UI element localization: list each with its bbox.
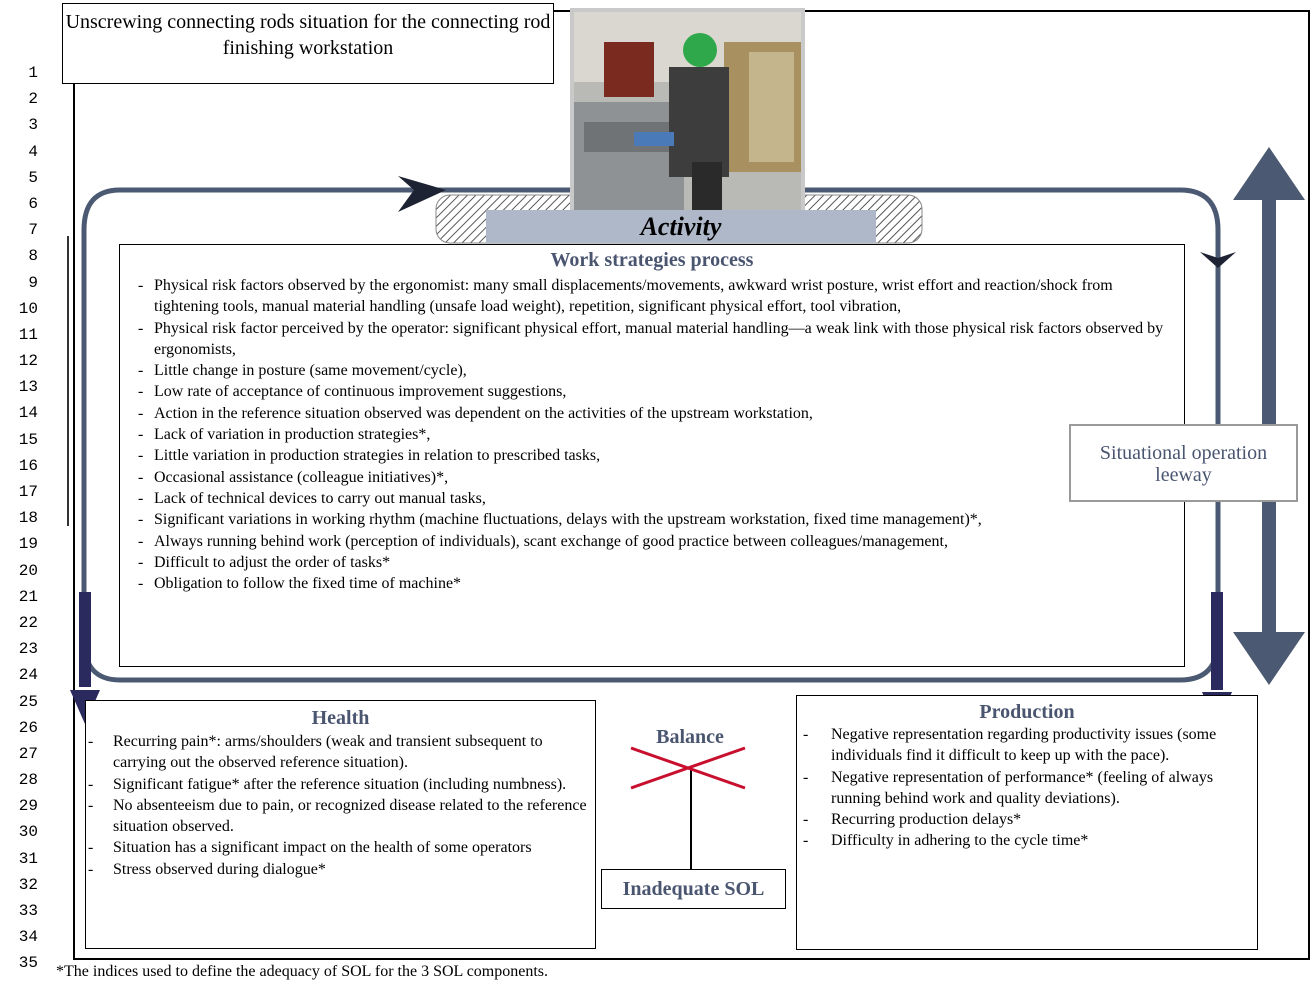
production-list-item: Recurring production delays* <box>803 809 1253 831</box>
health-box: Health Recurring pain*: arms/shoulders (… <box>85 700 596 949</box>
line-number: 17 <box>18 483 38 501</box>
strategies-list-item: Always running behind work (perception o… <box>138 531 1178 553</box>
line-number: 5 <box>28 168 38 187</box>
leeway-double-arrow-shaft <box>1262 196 1276 646</box>
line-number: 18 <box>18 509 38 528</box>
work-strategies-list: Physical risk factors observed by the er… <box>138 275 1178 595</box>
activity-loop <box>81 187 1221 683</box>
production-box: Production Negative representation regar… <box>796 695 1258 950</box>
health-list-item: Stress observed during dialogue* <box>88 859 593 881</box>
loop-arrowhead-right <box>1200 252 1236 268</box>
footnote: *The indices used to define the adequacy… <box>56 963 549 980</box>
line-number: 13 <box>18 378 38 397</box>
line-number: 22 <box>18 613 38 632</box>
balance-cross-b <box>630 746 746 790</box>
situational-leeway-label: Situational operation leeway <box>1099 442 1268 486</box>
line-number: 29 <box>18 797 38 816</box>
strategies-list-item: Lack of technical devices to carry out m… <box>138 488 1178 510</box>
work-strategies-title: Work strategies process <box>550 249 754 271</box>
health-list-item: Recurring pain*: arms/shoulders (weak an… <box>88 731 593 774</box>
line-number: 16 <box>18 456 38 475</box>
work-strategies-box: Work strategies process Physical risk fa… <box>119 244 1185 667</box>
line-number: 30 <box>18 823 38 842</box>
health-list: Recurring pain*: arms/shoulders (weak an… <box>88 731 593 880</box>
line-number: 35 <box>18 954 38 973</box>
strategies-list-item: Little variation in production strategie… <box>138 445 1178 467</box>
line-number: 6 <box>28 194 38 213</box>
line-number: 21 <box>18 587 38 606</box>
line-number: 33 <box>18 902 38 920</box>
production-list-item: Difficulty in adhering to the cycle time… <box>803 830 1253 852</box>
strategies-list-item: Significant variations in working rhythm… <box>138 509 1178 531</box>
strategies-list-item: Little change in posture (same movement/… <box>138 360 1178 382</box>
loop-arrowhead-top <box>398 176 446 212</box>
situational-leeway-box: Situational operation leeway <box>1069 424 1298 502</box>
line-number: 20 <box>18 561 38 580</box>
line-number: 12 <box>18 352 38 371</box>
line-number: 9 <box>28 273 38 292</box>
line-number: 1 <box>28 64 38 82</box>
strategies-list-item: Lack of variation in production strategi… <box>138 424 1178 446</box>
activity-label: Activity <box>486 210 876 243</box>
line-number: 24 <box>18 666 38 685</box>
line-number: 14 <box>18 404 38 423</box>
inadequate-sol-label: Inadequate SOL <box>622 878 765 900</box>
line-number: 4 <box>28 142 38 161</box>
line-number: 3 <box>28 116 38 135</box>
line-number: 27 <box>18 744 38 763</box>
margin-change-bar <box>67 236 69 526</box>
line-number: 8 <box>28 247 38 266</box>
leeway-double-arrow-head-top <box>1233 147 1305 200</box>
strategies-list-item: Occasional assistance (colleague initiat… <box>138 467 1178 489</box>
line-number: 32 <box>18 875 38 894</box>
production-list: Negative representation regarding produc… <box>803 724 1253 852</box>
line-number: 11 <box>18 325 38 344</box>
health-arrow-shaft <box>79 592 91 687</box>
line-number: 2 <box>28 90 38 109</box>
health-list-item: Significant fatigue* after the reference… <box>88 774 593 796</box>
strategies-list-item: Obligation to follow the fixed time of m… <box>138 573 1178 595</box>
leeway-double-arrow-head-bottom <box>1233 632 1305 685</box>
production-arrow-shaft <box>1211 592 1223 690</box>
line-number: 10 <box>18 299 38 318</box>
line-number: 15 <box>18 430 38 449</box>
line-number: 25 <box>18 692 38 711</box>
strategies-list-item: Physical risk factors observed by the er… <box>138 275 1178 318</box>
strategies-list-item: Difficult to adjust the order of tasks* <box>138 552 1178 574</box>
health-list-item: Situation has a significant impact on th… <box>88 837 593 859</box>
production-list-item: Negative representation of performance* … <box>803 767 1253 810</box>
line-number: 28 <box>18 771 38 790</box>
line-number: 34 <box>18 928 38 947</box>
line-number: 31 <box>18 849 38 868</box>
strategies-list-item: Action in the reference situation observ… <box>138 403 1178 425</box>
line-number: 26 <box>18 718 38 737</box>
health-list-item: No absenteeism due to pain, or recognize… <box>88 795 593 838</box>
balance-label: Balance <box>656 726 724 748</box>
production-list-item: Negative representation regarding produc… <box>803 724 1253 767</box>
line-number: 19 <box>18 535 38 554</box>
diagram-title: Unscrewing connecting rods situation for… <box>65 11 551 59</box>
workstation-photo <box>570 8 805 216</box>
production-title: Production <box>979 701 1075 723</box>
strategies-list-item: Physical risk factor perceived by the op… <box>138 318 1178 361</box>
inadequate-sol-box: Inadequate SOL <box>601 869 786 909</box>
line-number: 7 <box>28 221 38 240</box>
line-number: 23 <box>18 640 38 659</box>
title-box: Unscrewing connecting rods situation for… <box>62 3 554 84</box>
strategies-list-item: Low rate of acceptance of continuous imp… <box>138 381 1178 403</box>
health-title: Health <box>311 707 370 729</box>
